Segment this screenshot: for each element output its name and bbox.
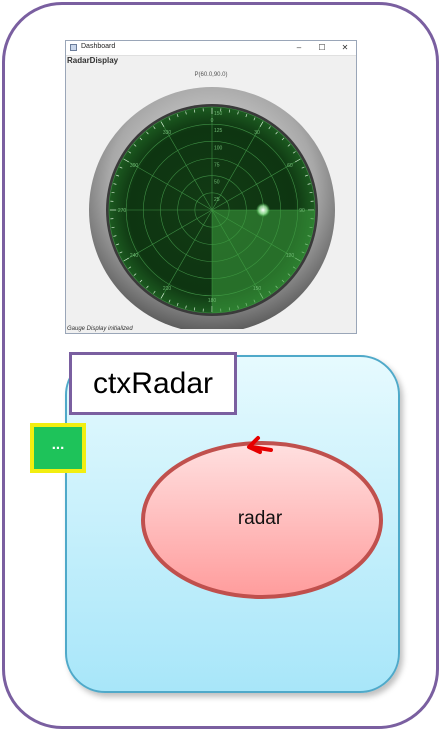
tick-mark	[133, 144, 137, 147]
tick-mark	[309, 191, 313, 194]
range-label: 150	[214, 111, 223, 117]
minimize-button[interactable]: –	[296, 43, 302, 52]
tick-mark	[168, 117, 171, 121]
tick-mark	[294, 158, 301, 163]
ellipsis-label: ...	[34, 427, 82, 469]
ellipsis-port[interactable]: ...	[30, 423, 86, 473]
bearing-label: 90	[299, 208, 305, 214]
tick-mark	[128, 266, 132, 269]
range-label: 75	[214, 163, 220, 169]
tick-mark	[275, 131, 278, 135]
tick-mark	[287, 144, 291, 147]
bearing-spoke	[211, 120, 264, 211]
bearing-spoke	[122, 158, 213, 211]
tick-mark	[245, 114, 248, 118]
tick-mark	[307, 183, 311, 185]
bearing-label: 210	[163, 286, 172, 292]
tick-mark	[116, 243, 120, 246]
tick-mark	[133, 273, 137, 276]
tick-mark	[168, 299, 171, 303]
bearing-labels: 0 30 60 90 120 150 180 210 240 270 300 330	[118, 118, 305, 304]
bearing-spoke	[160, 120, 213, 211]
title-bar: Dashboard – ☐ ✕	[66, 41, 356, 56]
range-label: 50	[214, 180, 220, 186]
tick-mark	[176, 302, 179, 306]
tick-mark	[160, 292, 165, 299]
tick-mark	[123, 158, 130, 163]
tick-mark	[116, 174, 120, 177]
bearing-label: 240	[130, 253, 139, 259]
tick-mark	[301, 166, 305, 169]
bearing-label: 0	[211, 118, 214, 124]
tick-mark	[123, 257, 130, 262]
bearing-label: 150	[253, 286, 262, 292]
tick-mark	[281, 137, 285, 141]
context-label: ctxRadar	[69, 352, 237, 415]
tick-mark	[176, 114, 179, 118]
tick-mark	[185, 111, 187, 115]
tick-mark	[268, 126, 271, 130]
tick-mark	[128, 151, 132, 154]
panel-title: RadarDisplay	[67, 56, 119, 65]
bearing-label: 30	[254, 130, 260, 136]
actor-ellipse	[141, 441, 383, 599]
tick-mark	[185, 305, 187, 309]
tick-mark	[139, 279, 143, 283]
tick-mark	[119, 166, 123, 169]
tick-mark	[259, 121, 264, 128]
radar-sweep	[212, 210, 315, 313]
tick-mark	[146, 285, 149, 289]
close-button[interactable]: ✕	[341, 43, 349, 52]
range-label: 25	[214, 197, 220, 203]
bearing-label: 180	[208, 298, 217, 304]
tick-mark	[160, 121, 165, 128]
range-label: 125	[214, 128, 223, 134]
tick-mark	[153, 290, 156, 294]
tick-mark	[292, 151, 296, 154]
window-title: Dashboard	[81, 43, 116, 50]
bearing-label: 120	[286, 253, 295, 259]
tick-mark	[139, 137, 143, 141]
bearing-label: 270	[118, 208, 127, 214]
target-blip	[256, 203, 270, 217]
bearing-spoke	[211, 158, 302, 211]
tick-mark	[237, 111, 239, 115]
arrow-icon	[247, 436, 273, 454]
status-text: Gauge Display initialized	[67, 326, 133, 332]
tick-mark	[113, 183, 117, 185]
tick-mark	[146, 131, 149, 135]
tick-mark	[193, 307, 196, 311]
tick-mark	[111, 226, 115, 229]
position-readout: P(60.0,90.0)	[194, 72, 228, 78]
tick-mark	[119, 251, 123, 254]
maximize-button[interactable]: ☐	[318, 43, 326, 52]
dashboard-window: Dashboard – ☐ ✕ RadarDisplay P(60.0,90.0…	[65, 40, 357, 334]
tick-mark	[113, 235, 117, 237]
app-icon	[70, 44, 77, 51]
bearing-label: 330	[163, 130, 172, 136]
radar-gauge: 25 50 75 100 125 150 0 30 60 90 120 150 180 210 240 27…	[89, 87, 335, 329]
tick-mark	[304, 174, 308, 177]
actor-label: radar	[237, 508, 283, 529]
tick-mark	[153, 126, 156, 130]
range-labels: 25 50 75 100 125 150	[214, 111, 223, 203]
range-label: 100	[214, 145, 223, 151]
bearing-label: 300	[130, 163, 139, 169]
bearing-label: 60	[287, 163, 293, 169]
tick-mark	[193, 109, 196, 113]
tick-mark	[111, 191, 115, 194]
bearing-spoke	[122, 209, 213, 262]
tick-mark	[253, 117, 256, 121]
bearing-spoke	[160, 209, 213, 300]
radar-actor[interactable]	[140, 432, 390, 604]
tick-mark	[228, 109, 231, 113]
